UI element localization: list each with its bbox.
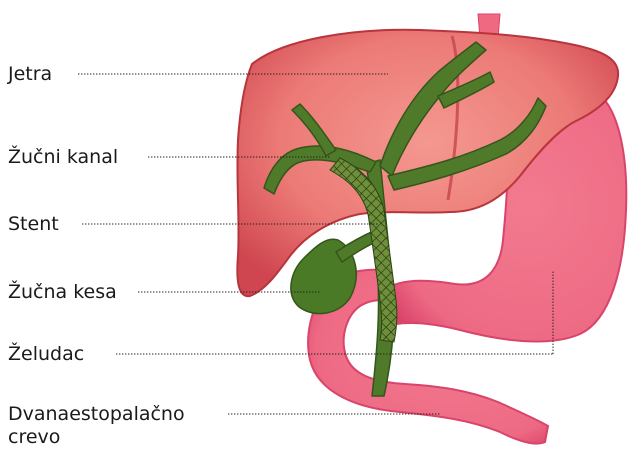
label-bile-duct: Žučni kanal [8, 146, 118, 168]
label-liver: Jetra [8, 63, 52, 85]
label-stent: Stent [8, 213, 59, 235]
label-gallbladder: Žučna kesa [8, 281, 117, 303]
label-duodenum-line1: Dvanaestopalačno [8, 403, 185, 425]
label-stomach: Želudac [8, 343, 84, 365]
label-duodenum-line2: crevo [8, 426, 60, 448]
